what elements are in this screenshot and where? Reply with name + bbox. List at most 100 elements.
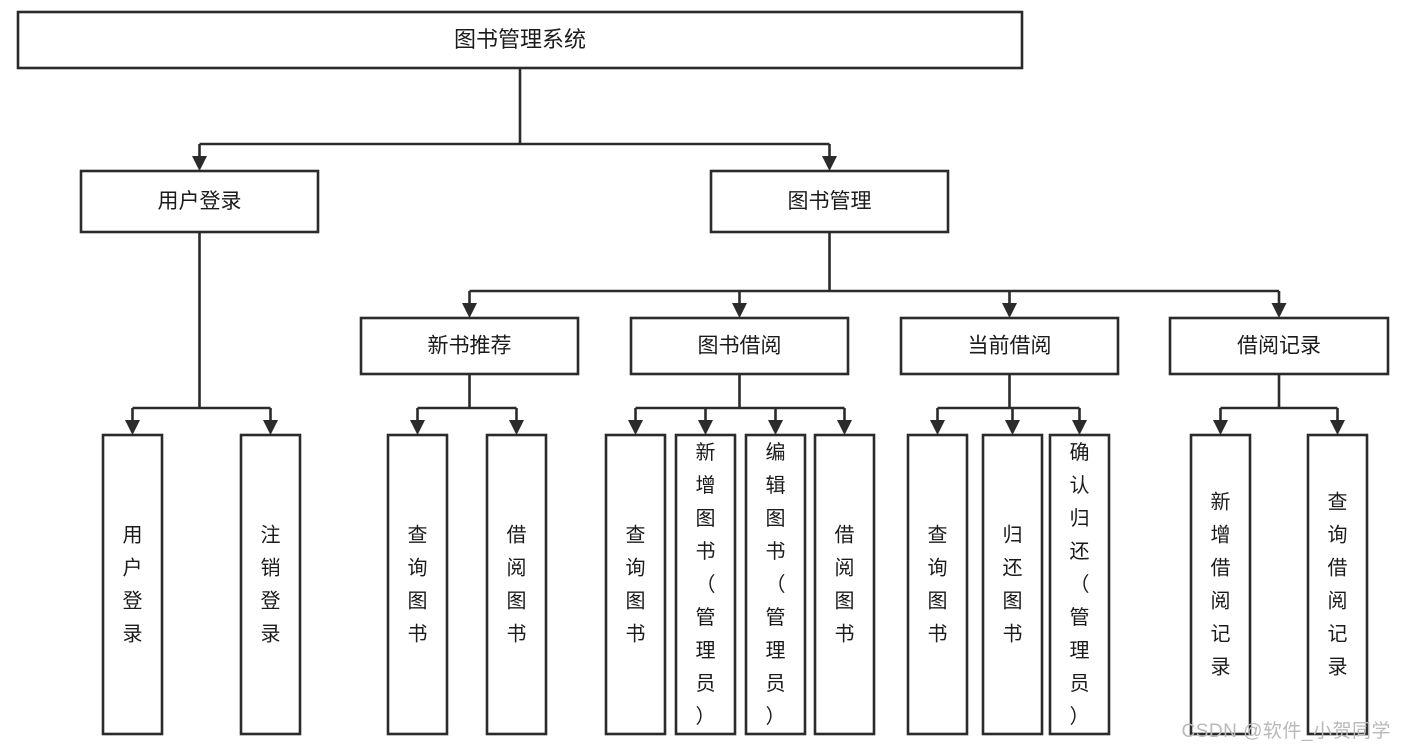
node-label-leaf-add-record: 录: [1211, 656, 1231, 678]
node-label-leaf-borrow-book-rec: 阅: [507, 556, 527, 579]
node-label-leaf-query-record: 询: [1328, 523, 1348, 546]
node-box-leaf-user-login: [101, 433, 164, 736]
node-box-leaf-query-book-cur: [906, 433, 969, 736]
node-label-leaf-user-login: 用: [123, 524, 143, 546]
node-book-borrow[interactable]: 图书借阅: [629, 316, 850, 376]
node-label-leaf-borrow-book: 书: [835, 622, 855, 645]
node-label-leaf-add-book: 新: [696, 441, 716, 464]
node-label-leaf-confirm-return: ）: [1070, 705, 1090, 728]
node-current-borrow[interactable]: 当前借阅: [899, 316, 1120, 376]
node-label-leaf-query-book-cur: 图: [928, 590, 948, 612]
node-box-leaf-return-book: [981, 433, 1044, 736]
node-label-leaf-borrow-book-rec: 借: [507, 523, 527, 546]
node-box-root: [16, 10, 1024, 70]
node-label-leaf-query-record: 录: [1328, 656, 1348, 678]
node-label-leaf-query-record: 阅: [1328, 589, 1348, 612]
arrow-head: [732, 303, 747, 318]
node-box-leaf-add-book: [674, 433, 737, 736]
node-label-leaf-borrow-book: 图: [835, 590, 855, 612]
node-box-leaf-add-record: [1189, 433, 1252, 736]
node-label-leaf-edit-book: ）: [766, 705, 786, 728]
node-root[interactable]: 图书管理系统: [16, 10, 1024, 70]
node-label-leaf-return-book: 图: [1003, 590, 1023, 612]
node-label-leaf-query-record: 记: [1328, 622, 1348, 645]
node-box-leaf-logout: [239, 433, 302, 736]
node-box-book-borrow: [629, 316, 850, 376]
arrow-head: [1072, 420, 1087, 435]
node-box-current-borrow: [899, 316, 1120, 376]
node-label-leaf-confirm-return: 还: [1070, 540, 1090, 563]
node-borrow-record[interactable]: 借阅记录: [1168, 316, 1390, 376]
arrow-head: [1002, 303, 1017, 318]
arrow-head: [837, 420, 852, 435]
node-label-leaf-edit-book: 理: [766, 640, 786, 662]
node-label-borrow-record: 借阅记录: [1237, 335, 1321, 358]
arrow-head: [125, 420, 140, 435]
node-label-leaf-query-book-rec: 询: [408, 556, 428, 579]
arrow-head: [263, 420, 278, 435]
node-label-leaf-confirm-return: 认: [1070, 474, 1090, 497]
node-label-leaf-user-login: 录: [123, 623, 143, 645]
node-label-leaf-query-book-cur: 询: [928, 556, 948, 579]
node-label-leaf-edit-book: 书: [766, 540, 786, 563]
node-label-root: 图书管理系统: [454, 27, 586, 52]
node-label-leaf-query-book-borrow: 书: [626, 622, 646, 645]
node-label-leaf-add-record: 新: [1211, 490, 1231, 513]
node-label-leaf-logout: 销: [261, 556, 281, 579]
edges-layer: [125, 68, 1345, 435]
node-label-leaf-logout: 注: [261, 523, 281, 546]
arrow-head: [628, 420, 643, 435]
node-label-leaf-edit-book: 图: [766, 508, 786, 530]
node-label-leaf-add-book: 书: [696, 540, 716, 563]
node-user-login[interactable]: 用户登录: [79, 169, 320, 234]
arrow-head: [1330, 420, 1345, 435]
node-label-leaf-add-book: 理: [696, 640, 716, 662]
node-label-leaf-add-book: 管: [696, 606, 716, 629]
node-box-leaf-query-book-borrow: [604, 433, 667, 736]
node-label-leaf-borrow-book: 阅: [835, 556, 855, 579]
node-label-leaf-add-book: 图: [696, 508, 716, 530]
node-label-current-borrow: 当前借阅: [968, 335, 1052, 358]
arrow-head: [462, 303, 477, 318]
node-label-new-book-rec: 新书推荐: [428, 335, 512, 358]
node-leaf-user-login[interactable]: 用户登录: [101, 433, 164, 736]
node-label-leaf-confirm-return: 员: [1070, 673, 1090, 695]
node-label-leaf-edit-book: 辑: [766, 474, 786, 497]
node-new-book-rec[interactable]: 新书推荐: [359, 316, 580, 376]
node-label-leaf-confirm-return: （: [1070, 573, 1090, 596]
node-label-leaf-edit-book: 员: [766, 673, 786, 695]
node-label-leaf-add-book: （: [696, 573, 716, 596]
node-label-leaf-edit-book: （: [766, 573, 786, 596]
node-label-leaf-query-book-borrow: 图: [626, 590, 646, 612]
node-label-leaf-borrow-book: 借: [835, 523, 855, 546]
node-label-leaf-query-book-cur: 查: [928, 523, 948, 546]
node-box-borrow-record: [1168, 316, 1390, 376]
node-box-leaf-confirm-return: [1048, 433, 1111, 736]
arrow-head: [1005, 420, 1020, 435]
node-box-leaf-query-book-rec: [386, 433, 449, 736]
node-box-book-manage: [709, 169, 950, 234]
node-label-leaf-add-book: ）: [696, 705, 716, 728]
node-box-leaf-edit-book: [744, 433, 807, 736]
arrow-head: [509, 420, 524, 435]
node-book-manage[interactable]: 图书管理: [709, 169, 950, 234]
node-label-leaf-borrow-book-rec: 图: [507, 590, 527, 612]
node-label-leaf-logout: 登: [261, 589, 281, 612]
node-box-leaf-borrow-book: [813, 433, 876, 736]
node-label-leaf-add-record: 记: [1211, 622, 1231, 645]
node-label-leaf-edit-book: 管: [766, 606, 786, 629]
arrow-head: [822, 156, 837, 171]
